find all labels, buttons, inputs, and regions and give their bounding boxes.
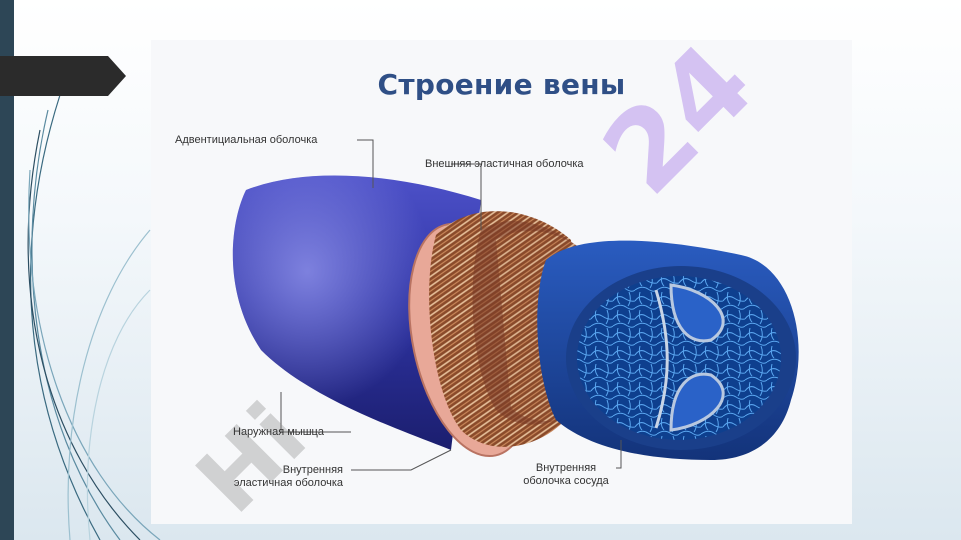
label-inner-elastic-line2: эластичная оболочка [233, 477, 343, 489]
svg-text:24: 24 [579, 40, 778, 218]
label-inner-elastic-line1: Внутренняя [282, 464, 343, 476]
label-outer-muscle: Наружная мышца [233, 426, 324, 438]
left-accent-bar [0, 0, 14, 540]
vein-illustration: 24 Hi [177, 40, 799, 524]
label-inner-elastic: Внутренняя эластичная оболочка [207, 464, 343, 490]
decorative-swirl-lines [27, 94, 161, 540]
svg-text:Hi: Hi [177, 384, 326, 524]
label-intima-line1: Внутренняя [535, 462, 597, 474]
label-outer-elastic: Внешняя эластичная оболочка [425, 158, 584, 170]
arrow-tab-marker [0, 56, 126, 96]
label-adventitia: Адвентициальная оболочка [175, 134, 318, 146]
figure-title: Строение вены [377, 68, 626, 101]
label-intima: Внутренняя оболочка сосуда [511, 462, 621, 488]
label-intima-line2: оболочка сосуда [523, 475, 609, 487]
vein-structure-figure: 24 Hi Строение вены Адвентициальная обол… [151, 40, 852, 524]
